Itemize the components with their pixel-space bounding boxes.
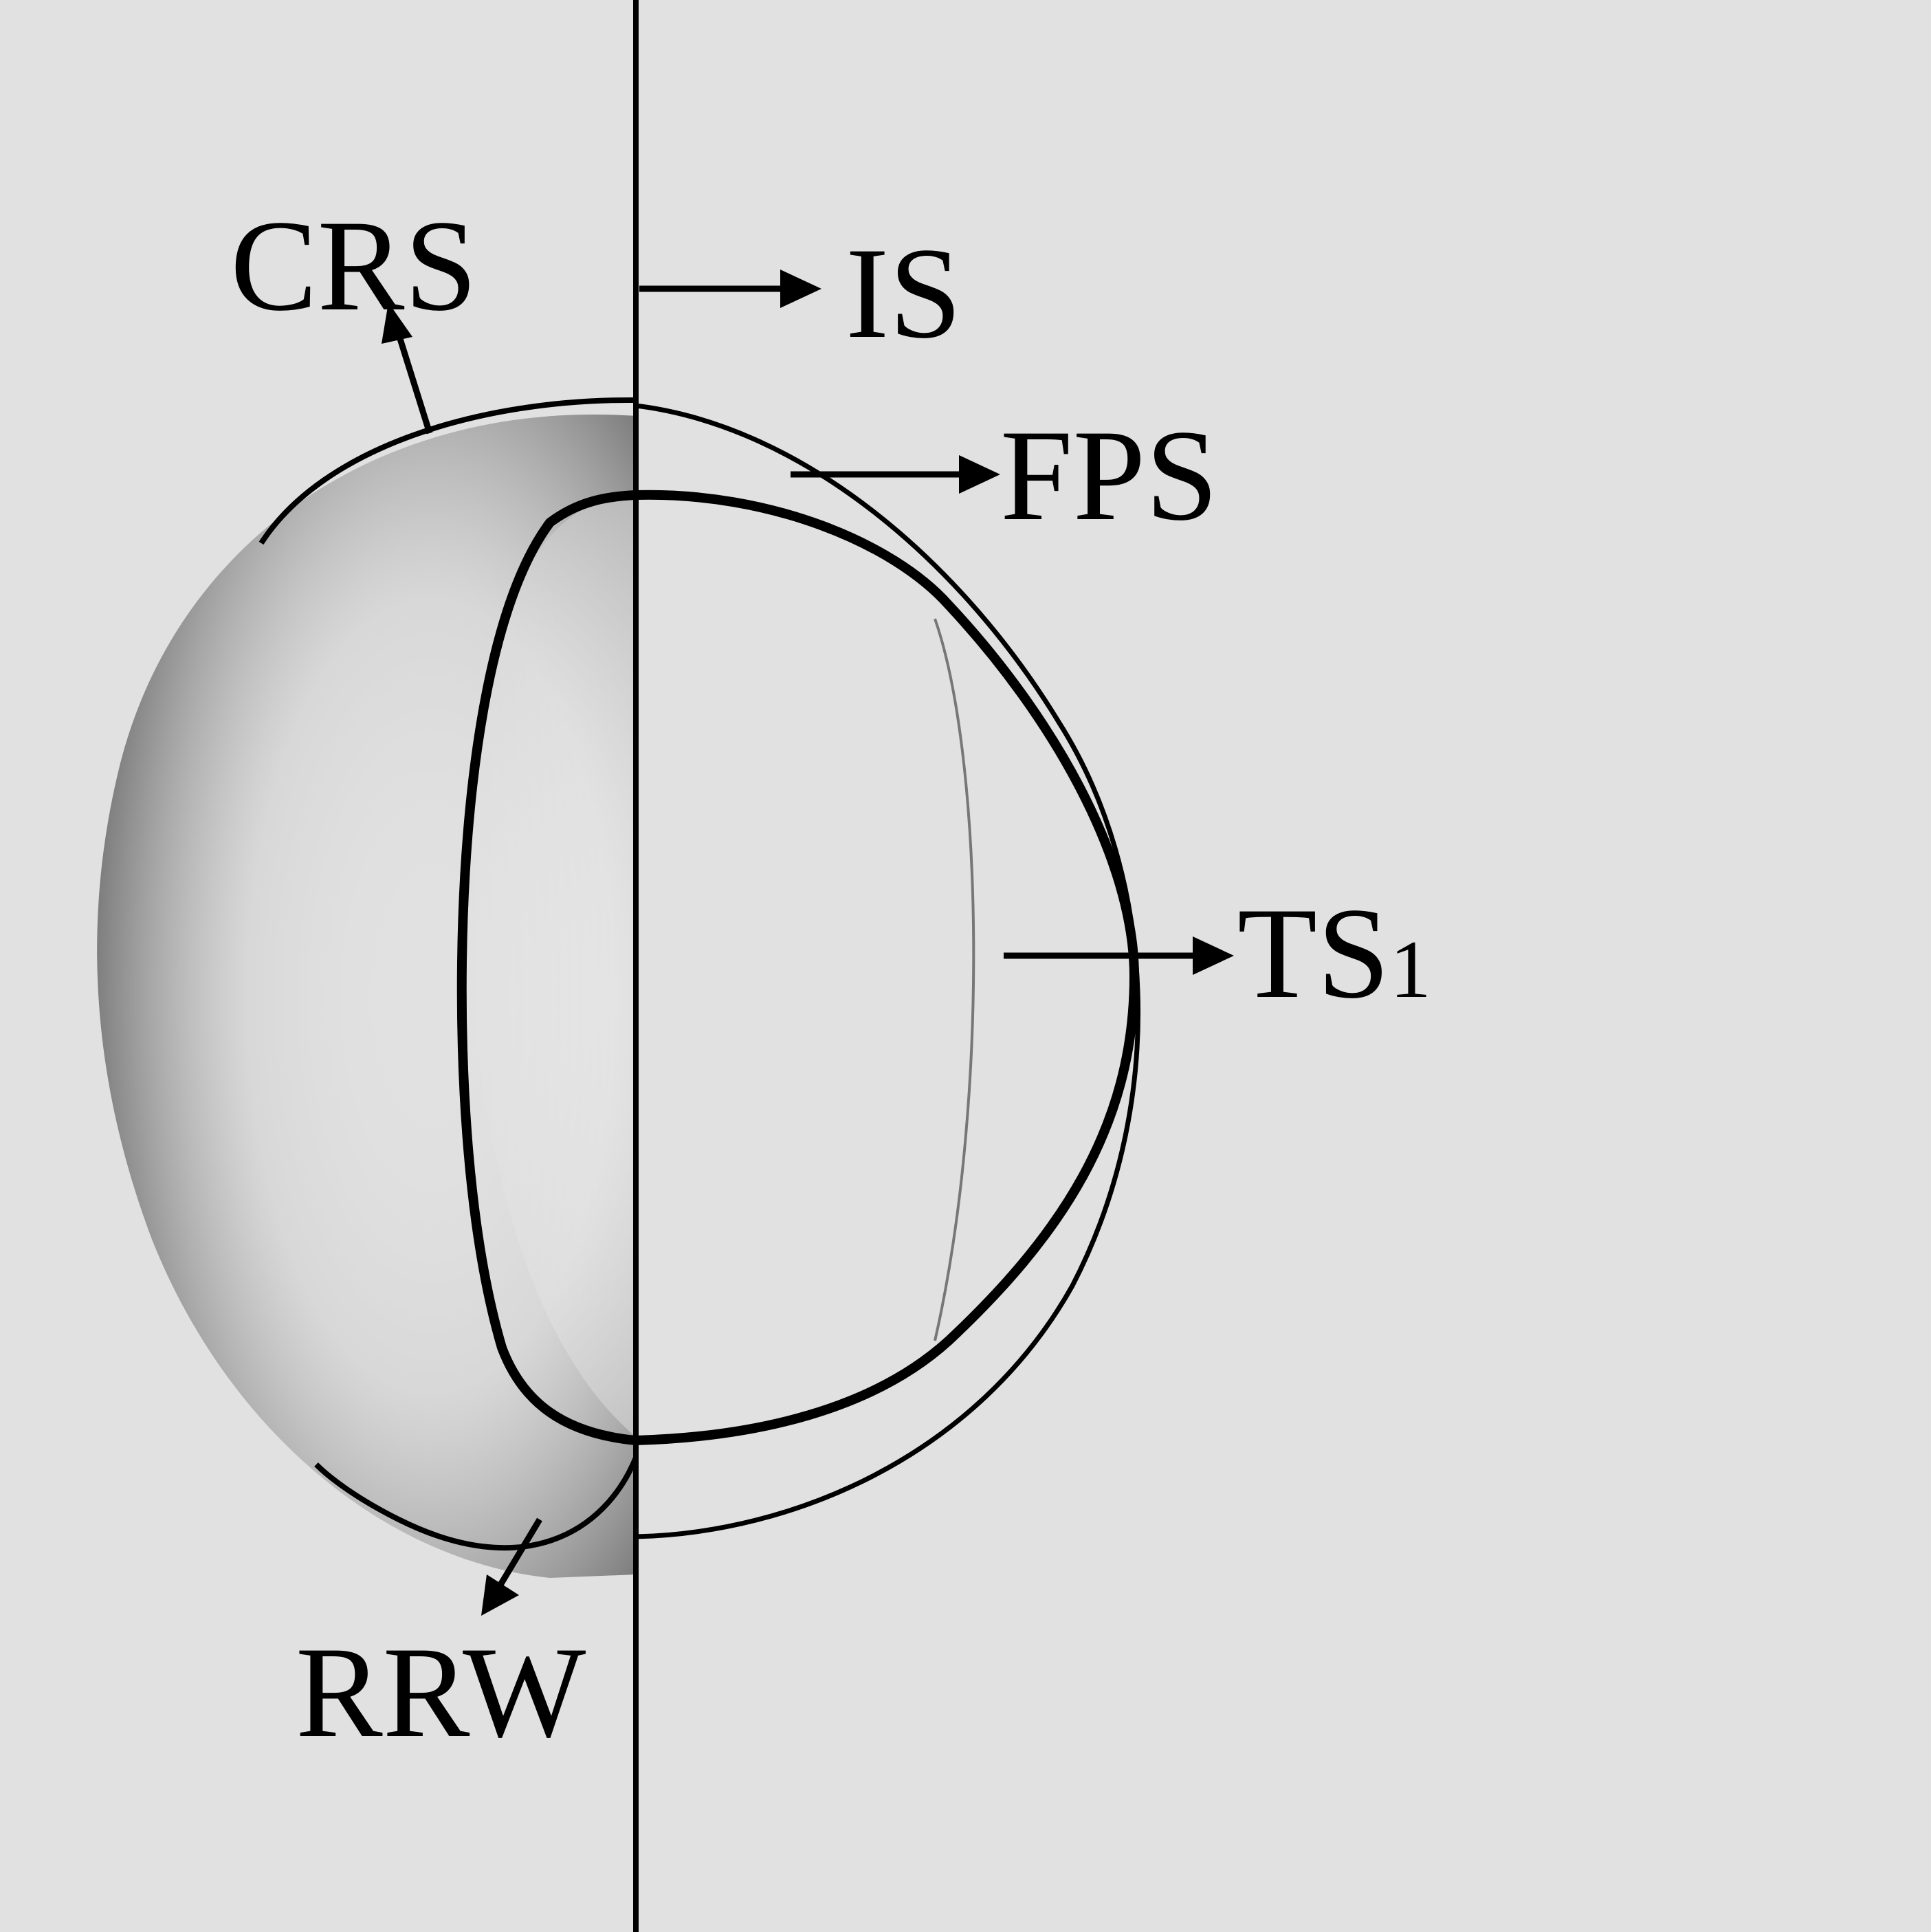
fps-arrow	[791, 455, 1000, 494]
refracted-inner-wave	[934, 618, 975, 1341]
is-arrow	[639, 270, 821, 308]
label-ts1-main: TS	[1237, 881, 1390, 1026]
label-ts1-subscript: 1	[1390, 923, 1431, 1015]
label-fps: FPS	[1000, 404, 1218, 548]
inner-light-region	[468, 495, 636, 1437]
ts1-arrow	[1004, 936, 1234, 975]
rrw-arrow	[481, 1517, 542, 1616]
label-ts1: TS1	[1237, 881, 1431, 1026]
crs-arrow	[382, 303, 433, 435]
crs-front	[258, 397, 637, 545]
rrw-front	[314, 1456, 639, 1551]
interface-contour	[456, 490, 1140, 1446]
label-crs: CRS	[230, 194, 477, 338]
label-is: IS	[846, 221, 962, 366]
label-rrw: RRW	[296, 1621, 586, 1765]
